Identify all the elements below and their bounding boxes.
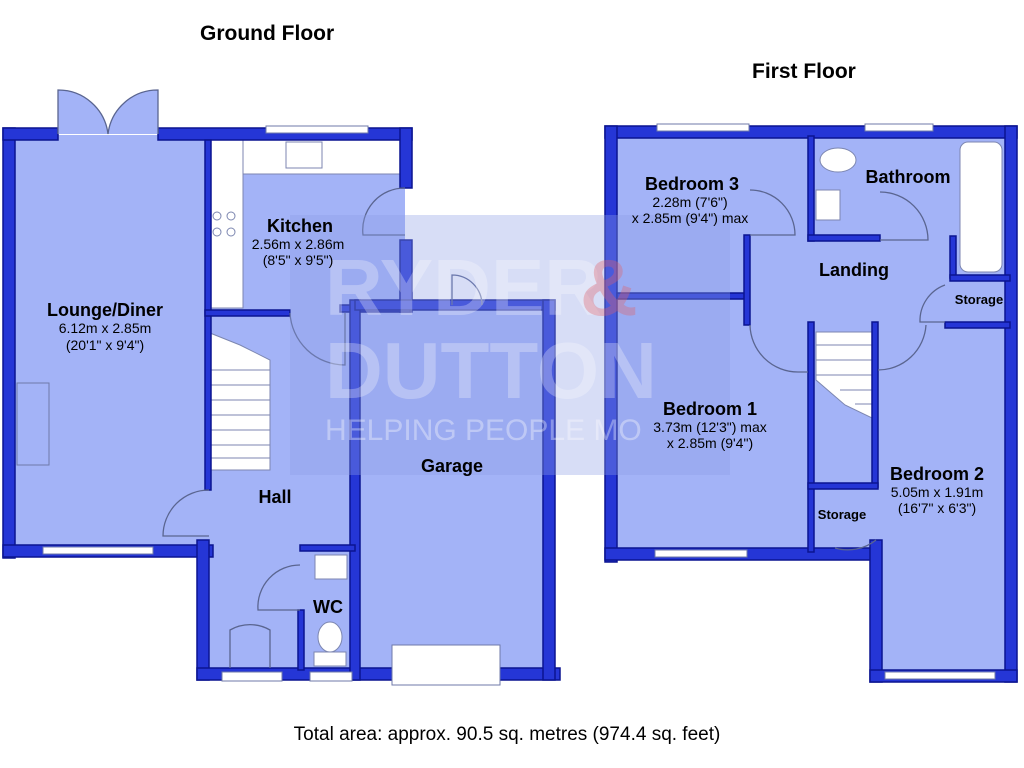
room-name: Garage <box>421 456 483 476</box>
svg-text:x 2.85m (9'4") max: x 2.85m (9'4") max <box>632 210 749 226</box>
svg-text:3.73m (12'3") max: 3.73m (12'3") max <box>653 419 766 435</box>
kitchen-worktop <box>208 139 244 309</box>
first-floor-plan <box>604 123 1018 683</box>
svg-text:DUTTON: DUTTON <box>325 326 657 415</box>
basin-icon <box>815 189 841 221</box>
room-name: Bedroom 1 <box>663 399 757 419</box>
svg-text:6.12m x 2.85m: 6.12m x 2.85m <box>59 320 152 336</box>
toilet-icon <box>819 147 857 173</box>
door <box>834 539 877 551</box>
svg-text:(20'1" x 9'4"): (20'1" x 9'4") <box>66 337 144 353</box>
svg-text:5.05m x 1.91m: 5.05m x 1.91m <box>891 484 984 500</box>
bath-icon <box>959 141 1003 273</box>
room-name: Bedroom 3 <box>645 174 739 194</box>
room-name: Lounge/Diner <box>47 300 163 320</box>
window <box>656 123 750 132</box>
door <box>362 187 406 236</box>
ground-floor-title: Ground Floor <box>200 22 334 45</box>
total-area: Total area: approx. 90.5 sq. metres (974… <box>294 724 721 745</box>
svg-text:2.56m x 2.86m: 2.56m x 2.86m <box>252 236 345 252</box>
room-name: Kitchen <box>267 216 333 236</box>
door <box>749 189 796 236</box>
door <box>877 324 927 371</box>
window <box>42 546 154 555</box>
svg-text:x 2.85m (9'4"): x 2.85m (9'4") <box>667 435 753 451</box>
door <box>257 564 301 611</box>
svg-text:&: & <box>580 243 638 332</box>
window <box>309 671 353 682</box>
room-name: WC <box>313 597 343 617</box>
door <box>919 284 946 323</box>
ground-floor-plan <box>2 89 561 686</box>
first-floor-title: First Floor <box>752 60 856 83</box>
window <box>265 125 369 134</box>
door <box>229 623 271 668</box>
toilet-icon <box>317 621 343 653</box>
door <box>879 191 929 241</box>
garage-door <box>391 644 501 686</box>
svg-text:HELPING PEOPLE MO: HELPING PEOPLE MO <box>325 414 642 447</box>
door <box>162 489 210 537</box>
staircase <box>815 331 873 419</box>
watermark-logo: RYDER & DUTTON HELPING PEOPLE MO <box>290 215 730 475</box>
room-name: Bathroom <box>866 167 951 187</box>
room-name: Storage <box>955 292 1003 307</box>
door <box>749 324 808 373</box>
hob-icon <box>212 211 236 237</box>
window <box>864 123 934 132</box>
svg-text:(16'7" x 6'3"): (16'7" x 6'3") <box>898 500 976 516</box>
door <box>289 312 346 366</box>
room-name: Landing <box>819 260 889 280</box>
sink-icon <box>285 141 323 169</box>
front-door <box>221 671 283 682</box>
door <box>451 274 483 306</box>
svg-text:2.28m (7'6"): 2.28m (7'6") <box>652 194 727 210</box>
svg-text:RYDER: RYDER <box>325 243 602 332</box>
svg-text:(8'5" x 9'5"): (8'5" x 9'5") <box>263 252 334 268</box>
room-name: Hall <box>258 487 291 507</box>
french-doors <box>57 89 159 135</box>
basin-icon <box>314 554 348 580</box>
fireplace <box>16 382 50 466</box>
window <box>884 671 996 680</box>
room-name: Storage <box>818 507 866 522</box>
window <box>654 549 748 558</box>
room-name: Bedroom 2 <box>890 464 984 484</box>
